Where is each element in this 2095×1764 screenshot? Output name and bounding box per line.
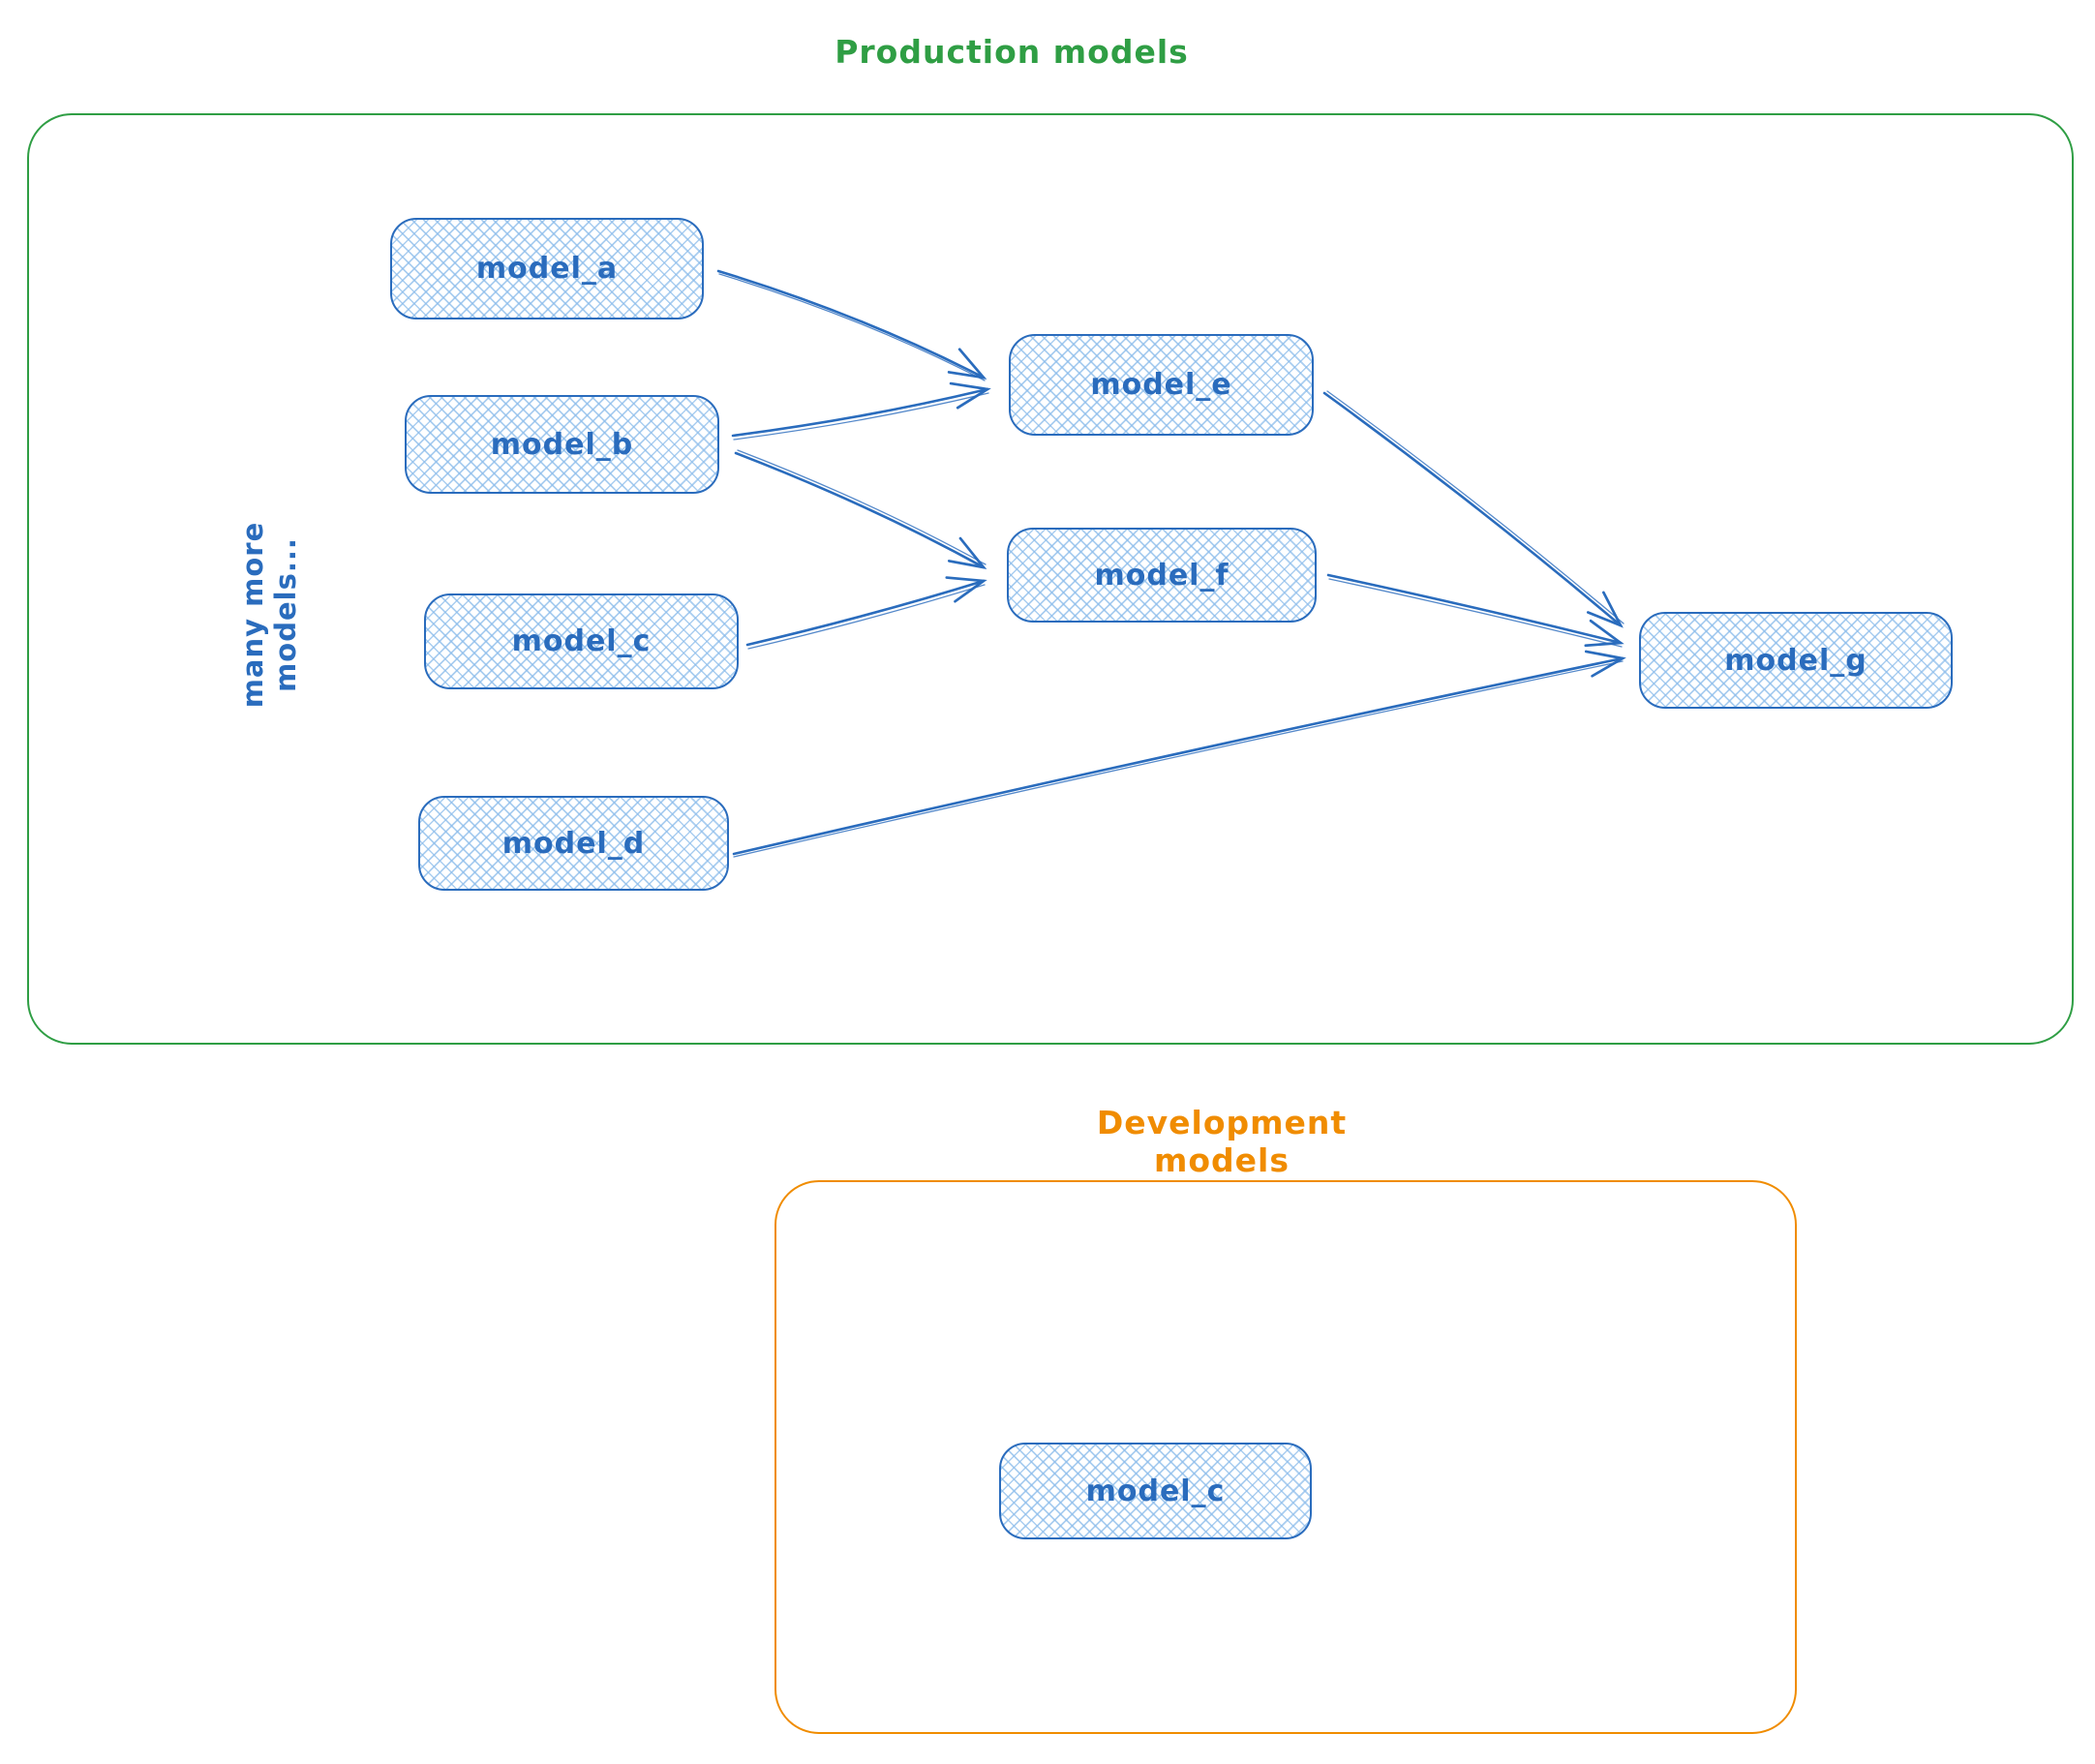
edge-model-c-to-model-f <box>745 576 987 650</box>
node-label: model_g <box>1724 643 1867 678</box>
production-group-title: Production models <box>835 33 1189 71</box>
node-dev-model-c: model_c <box>999 1443 1312 1539</box>
node-model-e: model_e <box>1009 334 1314 436</box>
edge-model-b-to-model-f <box>734 449 987 569</box>
node-model-c: model_c <box>424 593 739 689</box>
node-label: model_b <box>490 427 634 462</box>
node-label: model_e <box>1090 368 1232 402</box>
development-group-title: Development models <box>1096 1104 1348 1179</box>
edge-model-f-to-model-g <box>1326 573 1624 648</box>
node-label: model_d <box>501 826 646 861</box>
node-model-d: model_d <box>418 796 729 891</box>
production-frame <box>27 113 2074 1045</box>
node-label: model_c <box>1085 1474 1226 1508</box>
node-model-f: model_f <box>1007 528 1317 623</box>
edge-model-a-to-model-e <box>716 269 987 381</box>
node-label: model_f <box>1094 558 1230 593</box>
edge-model-b-to-model-e <box>731 381 991 441</box>
node-label: model_a <box>475 252 619 286</box>
edge-model-e-to-model-g <box>1322 390 1624 628</box>
development-frame <box>774 1180 1797 1734</box>
edge-model-d-to-model-g <box>732 650 1626 858</box>
node-label: model_c <box>511 624 652 658</box>
node-model-g: model_g <box>1639 612 1953 709</box>
node-model-a: model_a <box>390 218 704 319</box>
node-model-b: model_b <box>405 395 719 494</box>
